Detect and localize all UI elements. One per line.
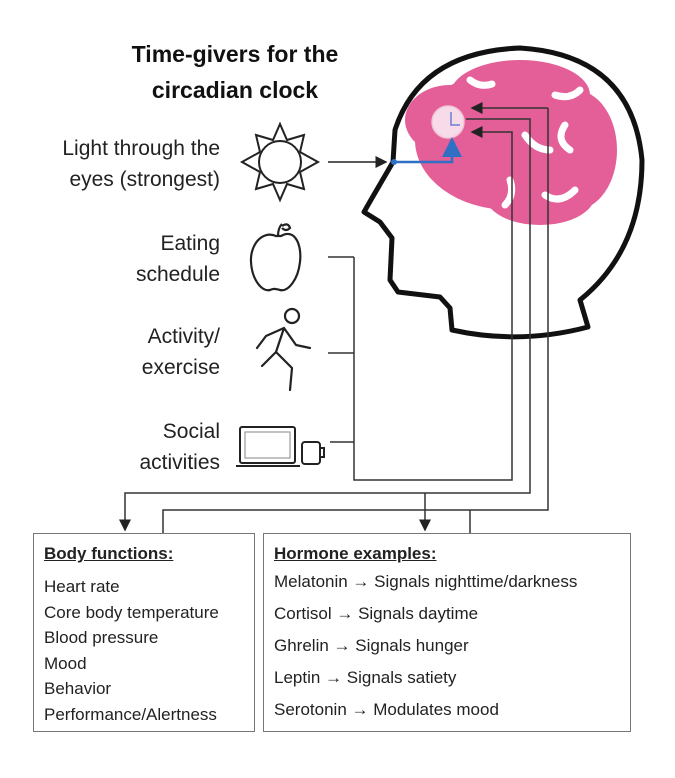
input-connector-lines bbox=[328, 132, 513, 481]
body-functions-heading: Body functions: bbox=[44, 544, 174, 563]
label-social: Social activities bbox=[139, 416, 220, 478]
label-line: eyes (strongest) bbox=[69, 168, 220, 191]
title-line-1: Time-givers for the bbox=[131, 41, 339, 67]
list-item: Mood bbox=[44, 653, 87, 673]
label-line: exercise bbox=[141, 356, 220, 379]
label-line: Light through the bbox=[62, 137, 220, 160]
list-item: Melatonin → Signals nighttime/darkness bbox=[274, 572, 578, 591]
hormone-examples-box: Hormone examples: Melatonin → Signals ni… bbox=[263, 533, 631, 732]
retina-path-arrow bbox=[394, 137, 462, 164]
output-connector-lines bbox=[119, 102, 549, 533]
head-outline bbox=[361, 45, 645, 340]
apple-icon bbox=[249, 223, 302, 292]
list-item: Serotonin → Modulates mood bbox=[274, 700, 499, 719]
list-item: Behavior bbox=[44, 679, 112, 698]
list-item: Core body temperature bbox=[44, 602, 219, 622]
list-item: Performance/Alertness bbox=[44, 704, 217, 724]
body-functions-box: Body functions: Heart rate Core body tem… bbox=[33, 533, 255, 732]
label-light: Light through the eyes (strongest) bbox=[62, 133, 220, 195]
list-item: Blood pressure bbox=[44, 628, 159, 647]
label-eating: Eating schedule bbox=[136, 228, 220, 290]
sun-icon bbox=[239, 121, 321, 203]
list-item: Cortisol → Signals daytime bbox=[274, 604, 479, 623]
diagram-title: Time-givers for the circadian clock bbox=[80, 36, 390, 108]
runner-icon bbox=[255, 307, 312, 392]
list-item: Leptin → Signals satiety bbox=[274, 668, 457, 687]
label-line: Eating bbox=[160, 232, 220, 255]
label-line: activities bbox=[139, 451, 220, 474]
list-item: Heart rate bbox=[44, 577, 120, 596]
clock-icon bbox=[431, 105, 465, 139]
title-line-2: circadian clock bbox=[151, 77, 319, 103]
list-item: Ghrelin → Signals hunger bbox=[274, 636, 469, 655]
label-line: Activity/ bbox=[147, 325, 220, 348]
label-line: schedule bbox=[135, 263, 220, 286]
label-line: Social bbox=[162, 420, 220, 443]
laptop-phone-icon bbox=[236, 426, 325, 467]
label-activity: Activity/ exercise bbox=[142, 321, 220, 383]
brain bbox=[405, 60, 617, 225]
hormone-heading: Hormone examples: bbox=[274, 544, 437, 563]
